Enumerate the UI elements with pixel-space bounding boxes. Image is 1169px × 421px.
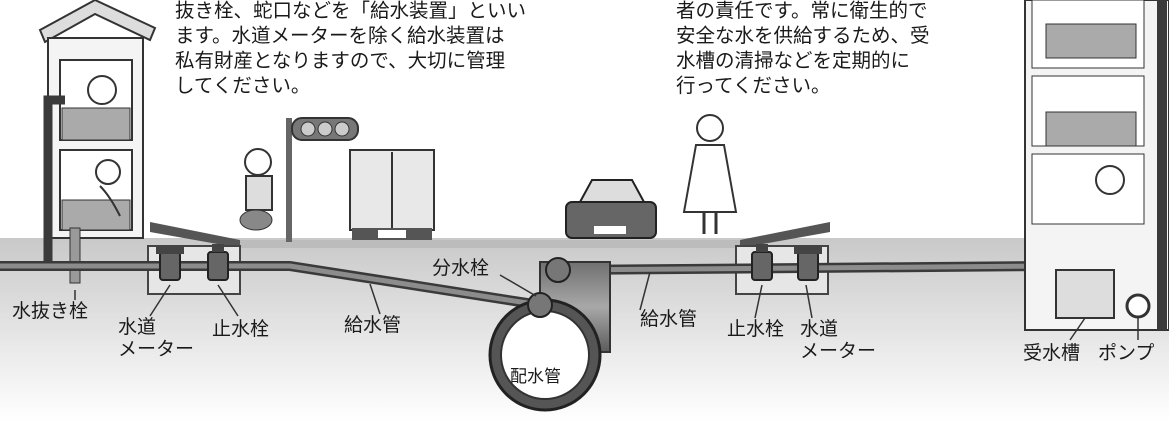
house-riser-left [43,95,65,265]
stop-valve-left-icon [207,244,229,281]
car [565,179,657,239]
label-receiving-tank: 受水槽 [1023,342,1081,364]
label-stop-valve-left: 止水栓 [212,318,270,340]
label-service-pipe-right: 給水管 [640,308,698,330]
label-drain-plug: 水抜き栓 [12,300,89,322]
label-distribution-main: 配水管 [510,367,561,387]
label-water-meter-left: 水道 メーター [118,316,195,360]
woman [682,114,738,234]
road-surface [240,240,740,248]
label-service-pipe-left: 給水管 [344,314,402,336]
stop-valve-right-icon [751,244,773,281]
water-meter-right-icon [794,246,822,281]
label-branch-valve: 分水栓 [432,257,490,279]
house-left [38,0,157,239]
distribution-main-icon [488,257,611,412]
drain-plug-stem [69,227,81,284]
label-water-meter-right: 水道 メーター [800,318,877,362]
branch-valve-icon [527,292,553,318]
curb-right [740,222,830,248]
traffic-light [286,117,359,242]
label-stop-valve-right: 止水栓 [727,318,785,340]
truck [349,149,435,240]
water-meter-left-icon [156,246,184,281]
paragraph-right: 者の責任です。常に衛生的で 安全な水を供給するため、受 水槽の清掃などを定期的に… [676,0,930,97]
receiving-tank-icon [1055,269,1115,319]
paragraph-left: 抜き栓、蛇口などを「給水装置」といい ます。水道メーターを除く給水装置は 私有財… [175,0,527,97]
curb-left [150,222,240,248]
label-pump: ポンプ [1098,342,1155,364]
pump-icon [1125,293,1151,319]
leader-lines [74,271,1139,341]
child-with-dog [239,148,273,231]
building-right [1024,0,1169,331]
